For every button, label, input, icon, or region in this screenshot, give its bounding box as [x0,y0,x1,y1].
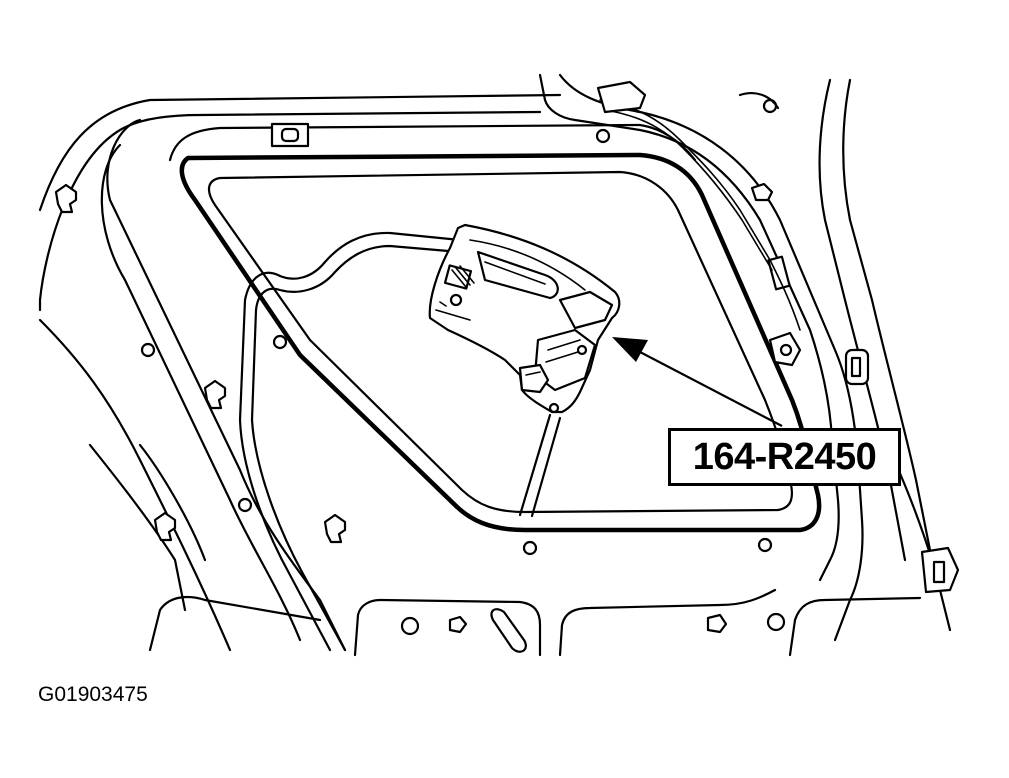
door-lock-actuator-icon [428,223,621,414]
wiring-harness-icon [596,80,802,367]
mounting-holes [140,98,786,636]
part-number-label: 164-R2450 [692,436,877,478]
door-outer-contours [38,73,952,652]
panel-clips [54,122,960,653]
figure-id: G01903475 [38,683,148,706]
part-number-callout: 164-R2450 [668,428,901,486]
door-lower-cutouts [148,588,922,657]
door-inner-panel-opening-icon [179,152,822,533]
actuator-cable-icon [238,231,562,652]
callout-arrow-icon [612,337,783,427]
